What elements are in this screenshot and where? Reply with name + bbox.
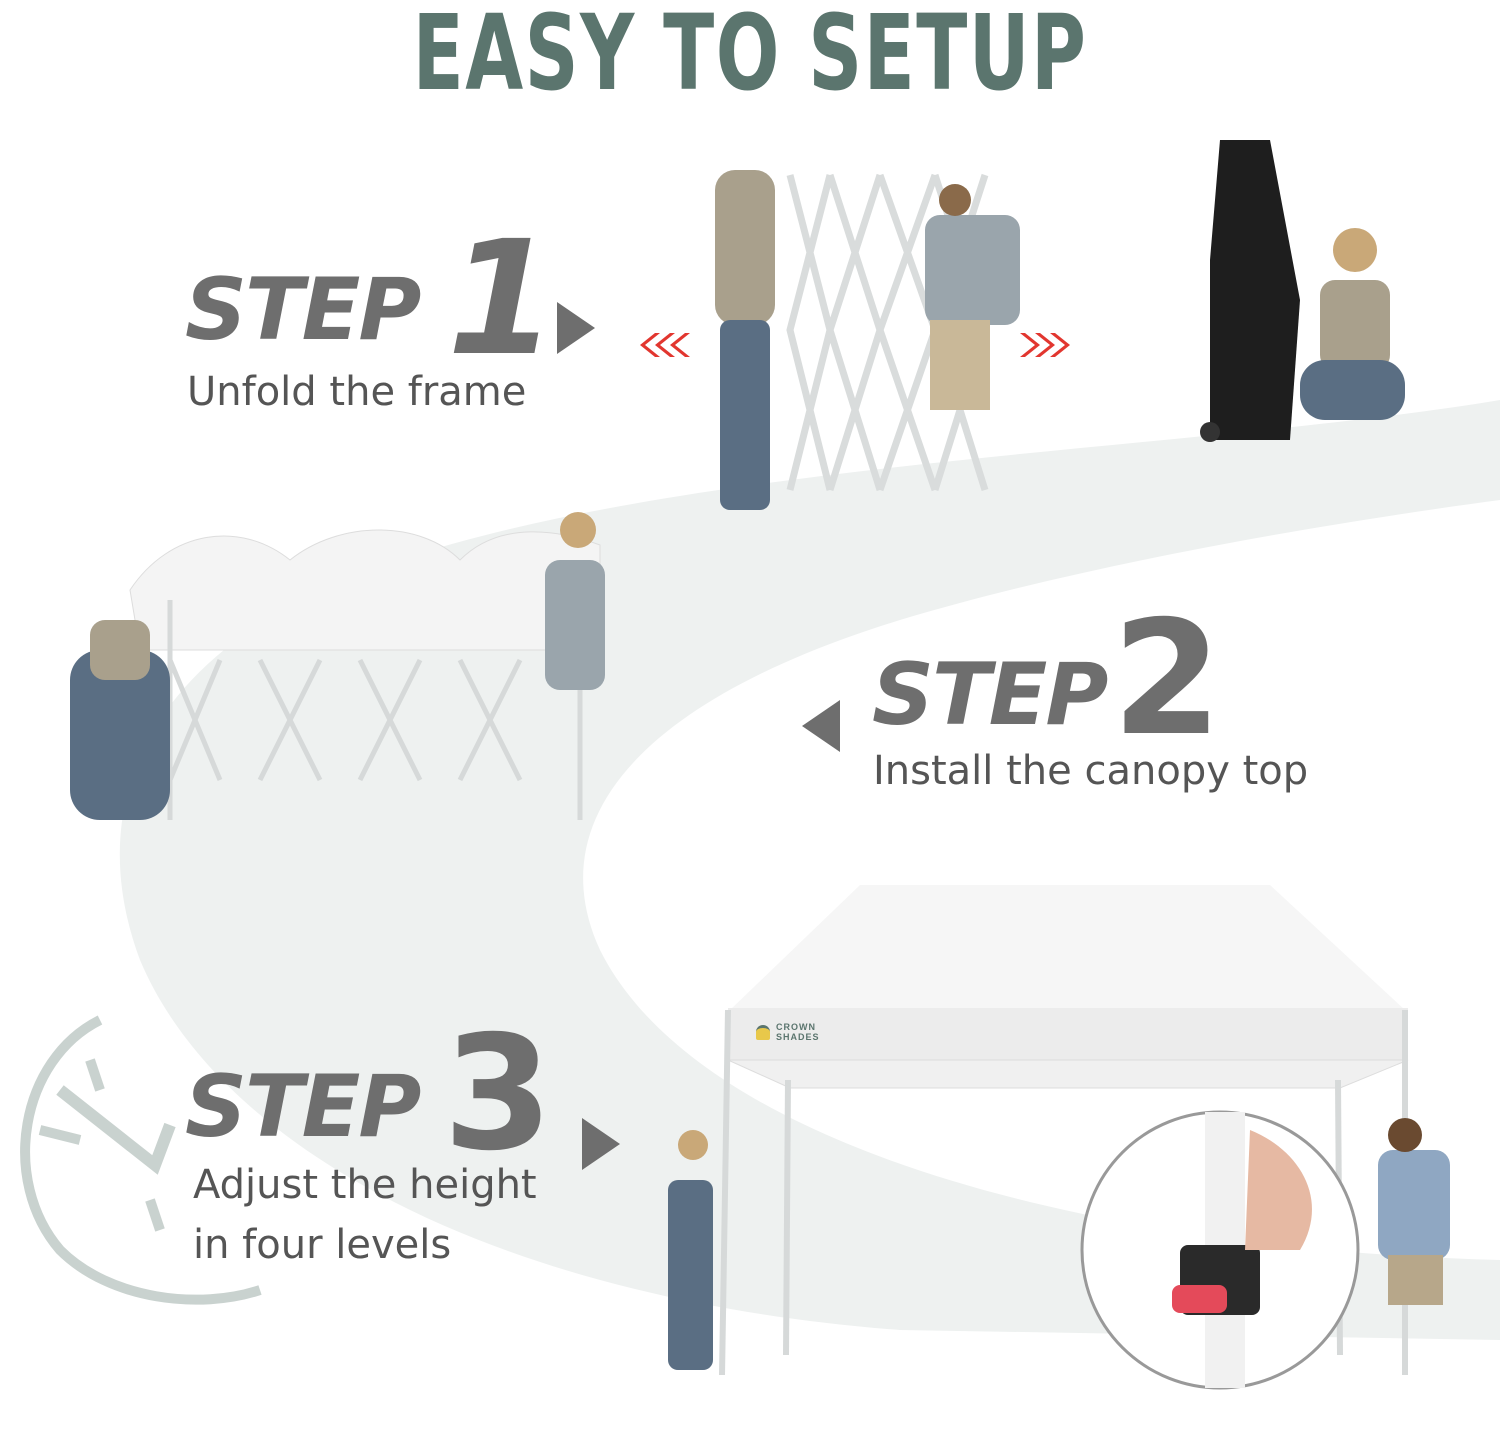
clock-icon xyxy=(20,1015,262,1305)
step-number: 2 xyxy=(1112,587,1222,771)
arrow-right-icon xyxy=(582,1118,620,1170)
step-number: 1 xyxy=(447,207,557,391)
step-number: 3 xyxy=(443,1002,553,1186)
unfolding-frame-photo xyxy=(715,170,1020,510)
brand-line-2: SHADES xyxy=(776,1032,820,1042)
description-line: in four levels xyxy=(193,1222,452,1268)
step-label: STEP xyxy=(185,260,421,360)
step-label: STEP xyxy=(185,1057,421,1157)
red-chevrons-right xyxy=(1020,333,1070,357)
brand-line-1: CROWN xyxy=(776,1022,816,1032)
step-description: Unfold the frame xyxy=(187,369,527,415)
step-description: Adjust the height in four levels xyxy=(193,1155,537,1275)
assembled-canopy-photo xyxy=(668,885,1450,1376)
height-lock-closeup xyxy=(1080,1110,1360,1390)
arrow-left-icon xyxy=(802,700,840,752)
description-line: Adjust the height xyxy=(193,1162,537,1208)
arrow-right-icon xyxy=(557,302,595,354)
page-title: EASY TO SETUP xyxy=(412,0,1088,114)
step-label: STEP xyxy=(872,645,1108,745)
step-description: Install the canopy top xyxy=(873,748,1309,794)
brand-logo: CROWN SHADES xyxy=(756,1022,820,1042)
carry-bag-photo xyxy=(1200,140,1405,442)
canopy-install-photo xyxy=(70,512,605,820)
crown-logo-icon xyxy=(756,1025,770,1040)
red-chevrons-left xyxy=(640,333,690,357)
